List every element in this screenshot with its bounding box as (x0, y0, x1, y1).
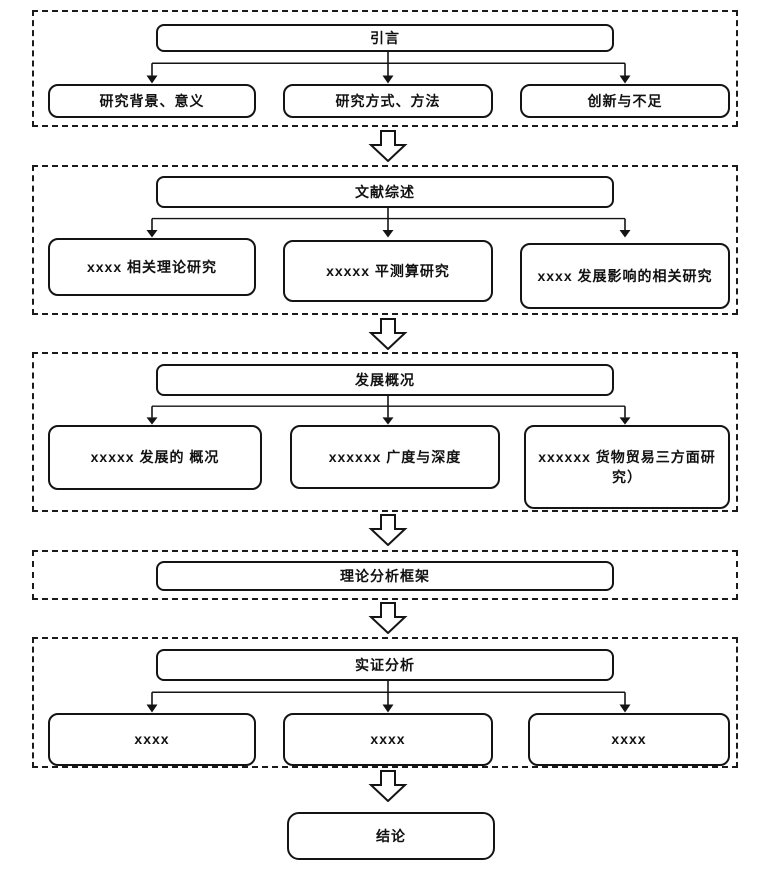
child-node: xxxxx 平测算研究 (283, 240, 493, 302)
flow-arrow-icon (368, 318, 408, 350)
stage-title-node: 理论分析框架 (156, 561, 614, 591)
child-node: xxxx 发展影响的相关研究 (520, 243, 730, 309)
child-node: 创新与不足 (520, 84, 730, 118)
connector-lines (146, 52, 631, 84)
stage-development-overview: 发展概况 xxxxx 发展的 概况 xxxxxx 广度与深度 xxxxxx 货物… (32, 352, 738, 512)
child-node: 研究背景、意义 (48, 84, 256, 118)
stage-empirical-analysis: 实证分析 xxxx xxxx xxxx (32, 637, 738, 768)
connector-lines (146, 681, 631, 713)
child-node: xxxxx 发展的 概况 (48, 425, 262, 490)
stage-introduction: 引言 研究背景、意义 研究方式、方法 创新与不足 (32, 10, 738, 127)
child-node: xxxxxx 广度与深度 (290, 425, 500, 489)
flow-arrow-icon (368, 770, 408, 802)
stage-title-node: 文献综述 (156, 176, 614, 208)
child-node: 研究方式、方法 (283, 84, 493, 118)
flow-arrow-icon (368, 514, 408, 546)
flow-arrow-icon (368, 602, 408, 634)
child-node: xxxx (528, 713, 730, 766)
stage-title-node: 引言 (156, 24, 614, 52)
child-node: xxxx (283, 713, 493, 766)
stage-literature-review: 文献综述 xxxx 相关理论研究 xxxxx 平测算研究 xxxx 发展影响的相… (32, 165, 738, 315)
connector-lines (146, 208, 631, 238)
stage-theoretical-framework: 理论分析框架 (32, 550, 738, 600)
stage-title-node: 实证分析 (156, 649, 614, 681)
child-node: xxxx (48, 713, 256, 766)
conclusion-node: 结论 (287, 812, 495, 860)
connector-lines (146, 396, 631, 425)
child-node: xxxx 相关理论研究 (48, 238, 256, 296)
child-node: xxxxxx 货物贸易三方面研究） (524, 425, 730, 509)
flow-arrow-icon (368, 130, 408, 162)
stage-title-node: 发展概况 (156, 364, 614, 396)
